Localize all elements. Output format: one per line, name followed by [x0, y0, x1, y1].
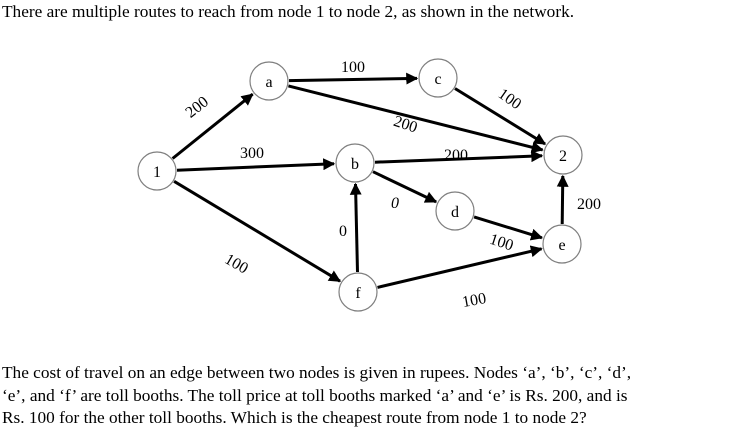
edge-arrow	[377, 245, 543, 289]
node-circle	[335, 143, 375, 183]
edge-cost-label: 100	[495, 85, 524, 113]
node-label: c	[434, 71, 441, 88]
edge-cost-label: 0	[339, 223, 347, 240]
node-label: d	[451, 204, 459, 221]
edge-cost-label: 200	[577, 196, 601, 213]
edges-layer: 200 100 100 200 300 200 0 100 200 100 0 100	[171, 59, 601, 311]
node-circle	[542, 224, 582, 264]
node-f: f	[338, 272, 378, 312]
node-circle	[338, 272, 378, 312]
question-line: Rs. 100 for the other toll booths. Which…	[2, 408, 587, 427]
node-label: b	[351, 156, 359, 173]
edge-cost-label: 200	[444, 147, 468, 164]
intro-text: There are multiple routes to reach from …	[2, 2, 575, 21]
edge-arrow	[176, 158, 336, 172]
node-e: e	[542, 224, 582, 264]
edge-arrow	[372, 170, 438, 204]
edge-b-2: 200	[374, 147, 544, 164]
edge-arrow	[374, 150, 544, 164]
edge-cost-label: 100	[487, 231, 515, 255]
edge-arrow	[454, 87, 547, 146]
edge-1-f: 100	[173, 180, 342, 283]
edge-cost-label: 200	[391, 113, 419, 137]
edge-b-d: 0	[372, 170, 438, 212]
edge-arrow	[288, 72, 419, 85]
edge-cost-label: 100	[461, 290, 488, 311]
node-circle	[543, 135, 583, 175]
edge-f-e: 100	[377, 245, 543, 311]
node-b: b	[335, 143, 375, 183]
edge-c-2: 100	[454, 85, 547, 146]
node-1: 1	[137, 151, 177, 191]
edge-d-e: 100	[473, 215, 544, 255]
node-a: a	[249, 61, 289, 101]
edge-cost-label: 100	[222, 251, 251, 278]
edge-1-b: 300	[176, 145, 336, 172]
node-2: 2	[543, 135, 583, 175]
node-circle	[435, 191, 475, 231]
edge-cost-label: 300	[240, 145, 264, 162]
node-label: f	[355, 285, 361, 302]
edge-arrow	[171, 93, 254, 160]
node-circle	[137, 151, 177, 191]
node-label: 2	[559, 148, 567, 165]
network-diagram: 200 100 100 200 300 200 0 100 200 100 0 100 1 a c b d f e…	[137, 58, 601, 312]
node-circle	[418, 58, 458, 98]
question-text: The cost of travel on an edge between tw…	[2, 362, 731, 430]
edge-arrow	[473, 215, 544, 241]
edge-arrow	[173, 180, 342, 283]
node-c: c	[418, 58, 458, 98]
node-label: e	[558, 237, 565, 254]
edge-arrow	[288, 84, 544, 154]
edge-f-b: 0	[339, 182, 362, 273]
edge-e-2: 200	[556, 174, 601, 225]
edge-cost-label: 0	[391, 195, 399, 212]
node-label: 1	[153, 164, 161, 181]
node-label: a	[265, 74, 272, 91]
edge-arrow	[349, 182, 362, 273]
edge-a-c: 100	[288, 59, 419, 85]
edge-cost-label: 200	[183, 93, 212, 121]
edge-arrow	[556, 174, 569, 225]
nodes-layer: 1 a c b d f e 2	[137, 58, 583, 312]
edge-cost-label: 100	[341, 59, 365, 76]
node-d: d	[435, 191, 475, 231]
question-line: ‘e’, and ‘f’ are toll booths. The toll p…	[2, 385, 628, 405]
edge-a-2: 200	[288, 84, 544, 154]
question-line: The cost of travel on an edge between tw…	[2, 363, 632, 382]
node-circle	[249, 61, 289, 101]
